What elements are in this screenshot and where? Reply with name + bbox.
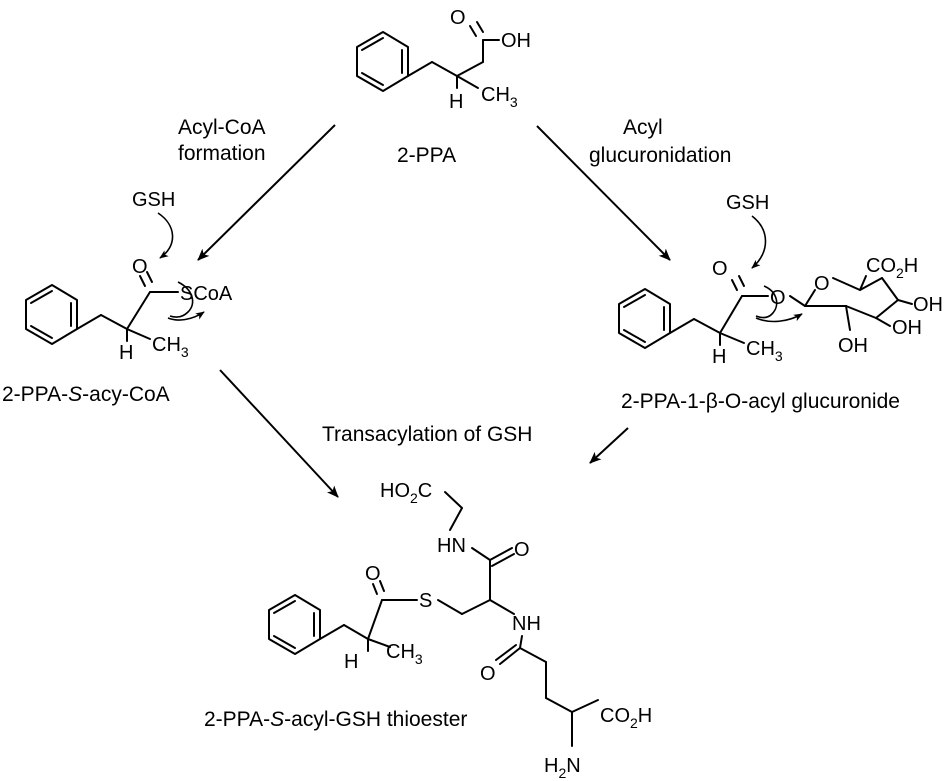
- curly-arrow-leaving-group-icon: [755, 285, 778, 319]
- alpha-hydrogen: H: [449, 91, 463, 113]
- carbonyl-oxygen: O: [712, 258, 728, 280]
- benzene-ring-icon: [356, 31, 409, 92]
- alpha-hydrogen: H: [712, 346, 726, 368]
- carbonyl-oxygen: O: [365, 563, 381, 585]
- step-label-glucuronidation-line2: glucuronidation: [589, 144, 731, 167]
- amino-group: H2N: [544, 755, 581, 781]
- alpha-hydrogen: H: [344, 651, 358, 673]
- hydroxyl-group-c3: OH: [913, 294, 943, 316]
- hydroxyl-group-c2: OH: [838, 335, 868, 357]
- reagent-gsh-left: GSH: [132, 189, 175, 211]
- compound-name-thioester: 2-PPA-S-acyl-GSH thioester: [204, 708, 467, 731]
- ring-oxygen: O: [814, 273, 830, 295]
- amide-nh-glu: NH: [512, 613, 541, 635]
- methyl-group: CH3: [152, 334, 189, 360]
- benzene-ring-icon: [618, 288, 671, 349]
- alpha-hydrogen: H: [119, 342, 133, 364]
- compound-acyl-coa: GSH O SCoA H CH3 2-PPA-S-acy-CoA: [2, 189, 233, 406]
- methyl-group: CH3: [386, 641, 423, 667]
- step-label-acyl-coa-line2: formation: [178, 142, 266, 165]
- amide-nh-gly: HN: [437, 535, 466, 557]
- curly-arrow-leaving-group-icon: [169, 281, 194, 318]
- glucuronic-acid-ring: [804, 277, 899, 319]
- ester-oxygen: O: [770, 287, 786, 309]
- carboxylic-acid-glu: CO2H: [600, 705, 652, 731]
- carbonyl-oxygen: O: [450, 7, 466, 29]
- arrow-acyl-glucuronidation: [536, 125, 671, 261]
- carboxylic-acid-group: CO2H: [866, 255, 918, 281]
- hydroxyl-group: OH: [501, 30, 531, 52]
- scoa-group: SCoA: [180, 283, 233, 305]
- compound-name-2-ppa: 2-PPA: [397, 144, 456, 167]
- compound-acyl-gsh-thioester: O S H CH3 O HN HO2C NH O CO2H H2N 2-PPA-…: [204, 480, 652, 781]
- benzene-ring-icon: [25, 284, 78, 345]
- amide-oxygen-gly: O: [514, 539, 530, 561]
- methyl-group: CH3: [746, 338, 783, 364]
- step-label-glucuronidation-line1: Acyl: [623, 116, 663, 139]
- amide-oxygen-glu: O: [480, 663, 496, 685]
- compound-name-acyl-glucuronide: 2-PPA-1-β-O-acyl glucuronide: [621, 390, 900, 413]
- step-label-transacylation: Transacylation of GSH: [322, 423, 532, 446]
- sulfur-atom: S: [419, 590, 432, 612]
- arrow-glucuronide-to-thioester: [589, 427, 629, 464]
- step-label-acyl-coa-line1: Acyl-CoA: [178, 116, 266, 139]
- reagent-gsh-right: GSH: [726, 192, 769, 214]
- benzene-ring-icon: [268, 594, 321, 655]
- compound-2-ppa: O OH H CH3 2-PPA: [356, 7, 531, 167]
- carboxylic-acid-gly: HO2C: [380, 480, 432, 506]
- arrow-acyl-coa-formation: [197, 124, 336, 261]
- curly-arrow-gsh-attack-icon: [751, 215, 767, 269]
- curly-arrow-gsh-attack-icon: [157, 212, 174, 259]
- hydroxyl-group-c4: OH: [892, 317, 922, 339]
- arrow-coa-to-thioester: [219, 369, 339, 498]
- methyl-group: CH3: [481, 84, 518, 110]
- compound-acyl-glucuronide: GSH O O O CO2H: [618, 192, 943, 413]
- carbonyl-oxygen: O: [132, 256, 148, 278]
- compound-name-acyl-coa: 2-PPA-S-acy-CoA: [2, 383, 170, 406]
